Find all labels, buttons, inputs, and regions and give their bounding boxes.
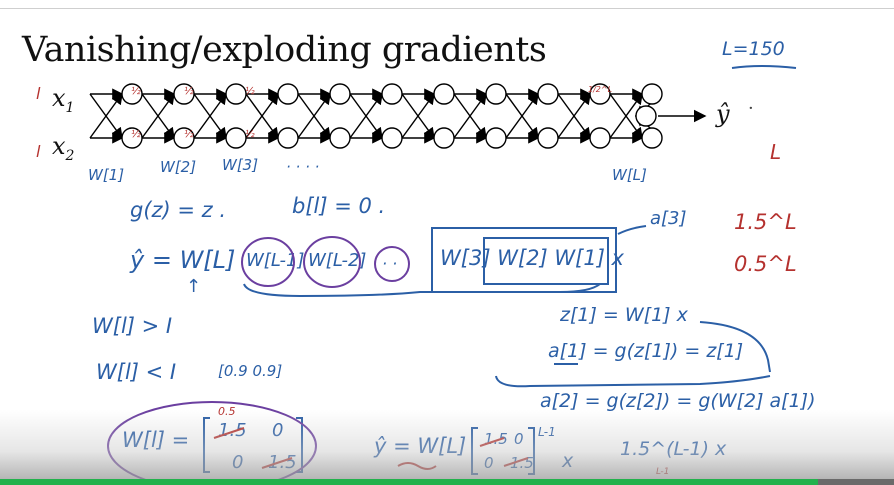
network-edge xyxy=(297,92,331,139)
network-edge xyxy=(349,92,383,139)
arrow-up: ↑ xyxy=(186,276,202,297)
network-edge xyxy=(89,92,123,139)
hidden-node xyxy=(173,127,195,149)
top-border xyxy=(0,0,894,9)
hidden-node xyxy=(485,83,507,105)
hidden-node xyxy=(381,83,403,105)
network-edge xyxy=(557,92,591,139)
w3-w2-w1-x: W[3] W[2] W[1] x xyxy=(440,246,624,270)
network-edge xyxy=(193,92,227,139)
hidden-node xyxy=(381,127,403,149)
hidden-node xyxy=(537,83,559,105)
hidden-node xyxy=(225,127,247,149)
node-fraction-4: ½ xyxy=(131,129,141,140)
hidden-node xyxy=(121,127,143,149)
video-progress-bar[interactable] xyxy=(0,479,894,485)
input-x1: x1 xyxy=(52,84,75,116)
exploding-factor: 1.5^L xyxy=(734,210,797,234)
w-L-2: W[L-2] xyxy=(308,250,367,271)
hidden-node xyxy=(277,127,299,149)
w-gt-identity: W[l] > I xyxy=(92,314,173,338)
node-fraction-7: 1/2^L xyxy=(588,85,613,94)
hidden-node xyxy=(641,83,663,105)
node-fraction-1: ½ xyxy=(131,86,141,97)
ellipsis: · · xyxy=(382,254,398,273)
node-fraction-6: ½ xyxy=(245,129,255,140)
hidden-node xyxy=(225,83,247,105)
node-fraction-5: ½ xyxy=(184,129,194,140)
layer-count-underline xyxy=(731,65,797,69)
output-yhat: ŷ xyxy=(716,100,730,128)
hidden-node xyxy=(173,83,195,105)
a2-equation: a[2] = g(z[2]) = g(W[2] a[1]) xyxy=(540,390,816,412)
output-marker: · xyxy=(748,98,754,119)
network-edge xyxy=(505,92,539,139)
network-edges xyxy=(89,88,663,144)
network-nodes xyxy=(121,83,663,149)
input-mark-1: l xyxy=(36,84,41,103)
hidden-node xyxy=(485,127,507,149)
hidden-node xyxy=(329,127,351,149)
hidden-node xyxy=(641,127,663,149)
L-mark: L xyxy=(770,140,782,164)
input-x2: x2 xyxy=(52,132,75,164)
z1-equation: z[1] = W[1] x xyxy=(560,304,688,326)
w-L-1: W[L-1] xyxy=(246,250,305,271)
network-edge xyxy=(245,92,279,139)
hidden-node xyxy=(121,83,143,105)
layer-count-label: L=150 xyxy=(722,38,785,60)
weight-label-1: W[1] xyxy=(88,166,125,184)
small-matrix: [0.9 0.9] xyxy=(218,362,283,380)
node-fraction-2: ½ xyxy=(184,86,194,97)
network-edge xyxy=(609,92,643,139)
hidden-node xyxy=(589,127,611,149)
weight-label-2: W[2] xyxy=(160,158,197,176)
network-edge xyxy=(401,92,435,139)
network-edge xyxy=(453,92,487,139)
hidden-node xyxy=(433,127,455,149)
slide-title: Vanishing/exploding gradients xyxy=(22,30,547,70)
w-lt-identity: W[l] < I xyxy=(96,360,177,384)
vanishing-factor: 0.5^L xyxy=(734,252,797,276)
hidden-node xyxy=(433,83,455,105)
bias-zero: b[l] = 0 . xyxy=(292,194,386,218)
input-mark-2: l xyxy=(36,142,41,161)
hidden-node xyxy=(589,83,611,105)
hidden-node xyxy=(537,127,559,149)
weight-dots: · · · · xyxy=(286,158,320,176)
a1-equation: a[1] = g(z[1]) = z[1] xyxy=(548,340,744,362)
network-edge xyxy=(141,92,175,139)
video-progress-fill xyxy=(0,479,818,485)
hidden-node xyxy=(329,83,351,105)
yhat-product: ŷ = W[L] xyxy=(130,246,236,274)
output-node xyxy=(635,105,657,127)
hidden-node xyxy=(277,83,299,105)
a3-label: a[3] xyxy=(650,208,687,229)
activation-identity: g(z) = z . xyxy=(130,198,227,222)
node-fraction-3: ½ xyxy=(245,86,255,97)
weight-label-3: W[3] xyxy=(222,156,259,174)
weight-label-L: W[L] xyxy=(612,166,647,184)
